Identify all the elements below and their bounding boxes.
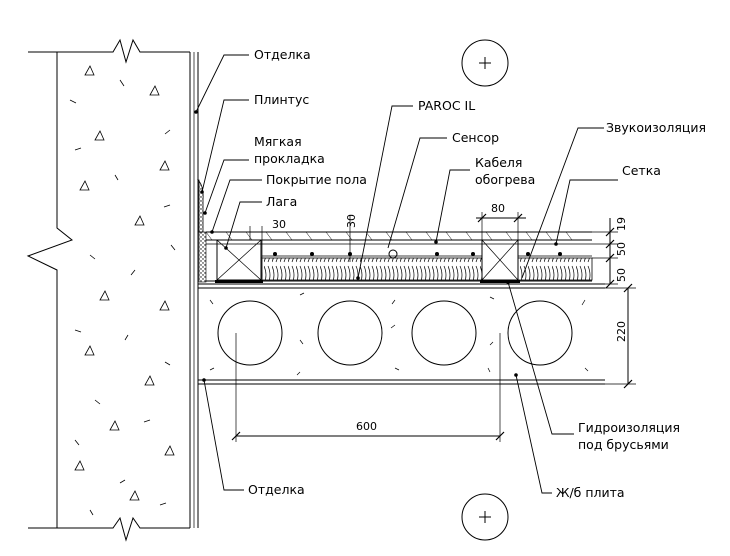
slab-void bbox=[217, 300, 283, 366]
label-otdelka-top: Отделка bbox=[254, 47, 311, 62]
label-sensor: Сенсор bbox=[452, 130, 499, 145]
concrete-hatch bbox=[69, 65, 176, 516]
horizontal-dimensions: 600 80 30 30 bbox=[231, 202, 526, 442]
dim-30b: 30 bbox=[345, 214, 358, 228]
label-setka: Сетка bbox=[622, 163, 661, 178]
label-zvukoizolyaciya: Звукоизоляция bbox=[606, 120, 706, 135]
label-myagkaya-1: Мягкая bbox=[254, 134, 302, 149]
axis-marker-top bbox=[461, 39, 509, 87]
dim-50b: 50 bbox=[615, 268, 628, 282]
label-kabelya-2: обогрева bbox=[475, 172, 535, 187]
sensor bbox=[388, 249, 398, 259]
leader-dots bbox=[194, 110, 558, 382]
vertical-dimensions: 19 50 50 220 bbox=[592, 217, 636, 389]
floor-buildup bbox=[197, 179, 593, 283]
dim-50a: 50 bbox=[615, 242, 628, 256]
label-myagkaya-2: прокладка bbox=[254, 151, 325, 166]
label-pokrytie: Покрытие пола bbox=[266, 172, 367, 187]
skirting-board bbox=[197, 179, 204, 233]
label-gidro-2: под брусьями bbox=[578, 437, 669, 452]
paroc-insulation bbox=[517, 257, 593, 281]
slab-void bbox=[317, 300, 383, 366]
label-paroc: PAROC IL bbox=[418, 98, 475, 113]
slab-void bbox=[411, 300, 477, 366]
leader-lines bbox=[195, 54, 618, 494]
paroc-insulation bbox=[261, 257, 483, 281]
label-zhb-plita: Ж/б плита bbox=[556, 485, 625, 500]
axis-marker-bottom bbox=[461, 493, 509, 541]
label-plintus: Плинтус bbox=[254, 92, 309, 107]
label-kabelya-1: Кабеля bbox=[475, 155, 522, 170]
dim-80: 80 bbox=[491, 202, 505, 215]
dim-30a: 30 bbox=[272, 218, 286, 231]
slab-void bbox=[507, 300, 573, 366]
label-laga: Лага bbox=[266, 194, 297, 209]
label-gidro-1: Гидроизоляция bbox=[578, 420, 680, 435]
log-joist bbox=[481, 239, 519, 281]
dim-220: 220 bbox=[615, 321, 628, 342]
heating-cables bbox=[273, 252, 562, 256]
dim-19: 19 bbox=[615, 217, 628, 231]
concrete-wall bbox=[26, 38, 199, 542]
dim-600: 600 bbox=[356, 420, 377, 433]
log-joist bbox=[216, 239, 262, 281]
hollow-core-slab bbox=[198, 283, 605, 385]
label-otdelka-bottom: Отделка bbox=[248, 482, 305, 497]
soft-pad bbox=[198, 231, 207, 283]
